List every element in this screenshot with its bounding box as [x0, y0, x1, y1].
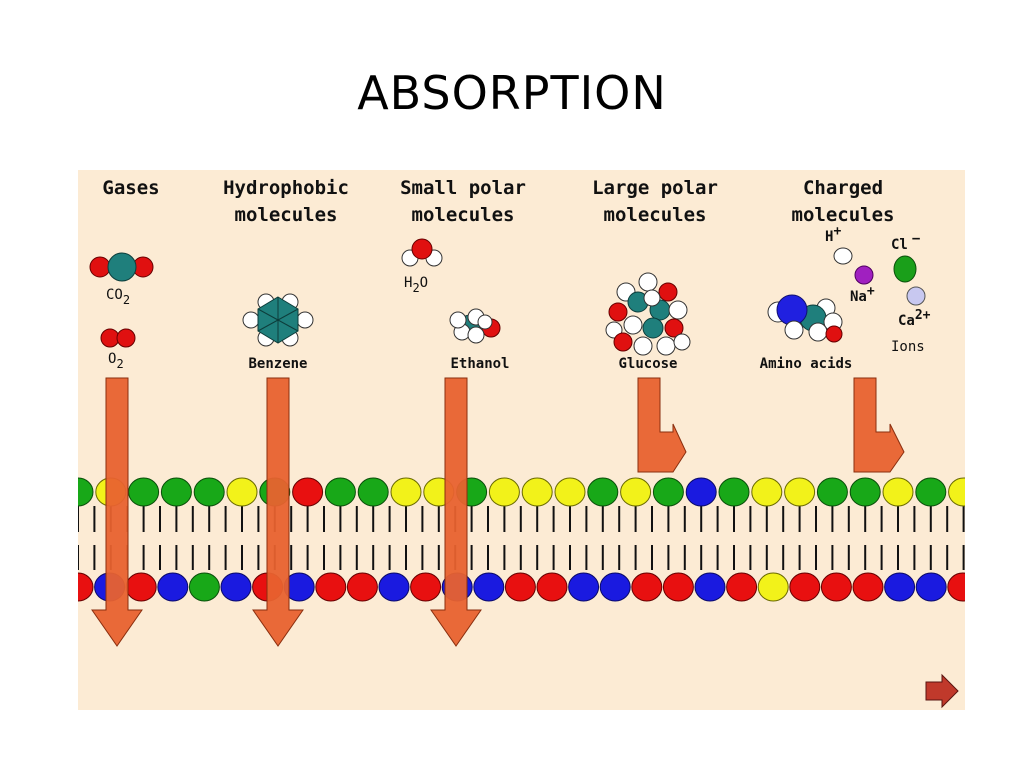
- outer-head-group: [324, 477, 356, 507]
- outer-head-group: [948, 477, 965, 507]
- outer-head-group: [882, 477, 914, 507]
- inner-head-group: [568, 572, 600, 602]
- inner-head-group: [631, 572, 663, 602]
- header-large-polar-line2: molecules: [604, 204, 707, 226]
- membrane-inner-heads: [78, 572, 965, 602]
- header-large-polar-line1: Large polar: [592, 177, 718, 199]
- outer-head-group: [193, 477, 225, 507]
- inner-head-group: [346, 572, 378, 602]
- inner-head-group: [884, 572, 916, 602]
- na-ion-label: Na+: [850, 284, 875, 305]
- charged-blocked-arrow: [853, 377, 905, 473]
- water-molecule-icon: [401, 238, 443, 267]
- slide-title: ABSORPTION: [357, 66, 667, 120]
- outer-head-group: [816, 477, 848, 507]
- ethanol-molecule-icon: [449, 308, 501, 344]
- inner-head-group: [820, 572, 852, 602]
- ethanol-label: Ethanol: [450, 356, 509, 372]
- outer-head-group: [78, 477, 94, 507]
- outer-head-group: [620, 477, 652, 507]
- outer-head-group: [357, 477, 389, 507]
- category-headers: Gases Hydrophobic molecules Small polar …: [102, 177, 894, 226]
- blocked-arrows: [637, 377, 905, 473]
- inner-head-group: [473, 572, 505, 602]
- outer-head-group: [784, 477, 816, 507]
- inner-head-group: [504, 572, 536, 602]
- next-arrow-icon[interactable]: [925, 673, 959, 709]
- outer-head-group: [488, 477, 520, 507]
- outer-head-group: [587, 477, 619, 507]
- inner-head-group: [125, 572, 157, 602]
- outer-head-group: [292, 477, 324, 507]
- inner-head-group: [157, 572, 189, 602]
- outer-head-group: [718, 477, 750, 507]
- outer-head-group: [521, 477, 553, 507]
- inner-head-group: [726, 572, 758, 602]
- inner-head-group: [757, 572, 789, 602]
- header-hydrophobic-line1: Hydrophobic: [223, 177, 349, 199]
- co2-molecule-icon: [89, 252, 154, 282]
- outer-head-group: [226, 477, 258, 507]
- inner-head-group: [789, 572, 821, 602]
- outer-head-group: [685, 477, 717, 507]
- inner-head-group: [852, 572, 884, 602]
- header-charged-line2: molecules: [792, 204, 895, 226]
- outer-head-group: [652, 477, 684, 507]
- inner-head-group: [947, 572, 965, 602]
- diagram-background: [78, 170, 965, 710]
- hydrophobic-arrow: [252, 377, 304, 647]
- outer-head-group: [128, 477, 160, 507]
- outer-head-group: [849, 477, 881, 507]
- outer-head-group: [554, 477, 586, 507]
- inner-head-group: [536, 572, 568, 602]
- header-small-polar-line2: molecules: [412, 204, 515, 226]
- ions-label: Ions: [891, 339, 925, 355]
- inner-head-group: [220, 572, 252, 602]
- ca-ion-icon: [906, 286, 926, 306]
- inner-head-group: [188, 572, 220, 602]
- cl-ion-icon: [893, 255, 917, 283]
- na-ion-icon: [854, 265, 874, 285]
- inner-head-group: [694, 572, 726, 602]
- cl-ion-label: Cl−: [891, 231, 920, 253]
- pass-through-arrows: [91, 377, 482, 647]
- amino-acids-label: Amino acids: [760, 356, 853, 372]
- outer-head-group: [915, 477, 947, 507]
- large-polar-blocked-arrow: [637, 377, 687, 473]
- benzene-label: Benzene: [248, 356, 307, 372]
- header-small-polar-line1: Small polar: [400, 177, 526, 199]
- membrane-transport-diagram: Gases Hydrophobic molecules Small polar …: [78, 170, 965, 710]
- water-label: H2O: [404, 275, 428, 295]
- ca-ion-label: Ca2+: [898, 308, 931, 329]
- o2-label: O2: [108, 351, 124, 371]
- outer-head-group: [390, 477, 422, 507]
- inner-head-group: [915, 572, 947, 602]
- inner-head-group: [315, 572, 347, 602]
- inner-head-group: [599, 572, 631, 602]
- co2-label: CO2: [106, 287, 130, 307]
- glucose-label: Glucose: [618, 356, 677, 372]
- o2-molecule-icon: [100, 328, 136, 348]
- ions-group: H+ Cl− Na+ Ca2+ Ions: [825, 224, 931, 355]
- outer-head-group: [751, 477, 783, 507]
- header-hydrophobic-line2: molecules: [235, 204, 338, 226]
- outer-head-group: [160, 477, 192, 507]
- h-ion-label: H+: [825, 224, 841, 245]
- header-gases: Gases: [102, 177, 159, 199]
- inner-head-group: [662, 572, 694, 602]
- h-ion-icon: [833, 247, 853, 265]
- inner-head-group: [78, 572, 94, 602]
- inner-head-group: [410, 572, 442, 602]
- membrane-outer-heads: [78, 477, 965, 507]
- header-charged-line1: Charged: [803, 177, 883, 199]
- gases-arrow: [91, 377, 143, 647]
- amino-acid-molecule-icon: [767, 294, 843, 343]
- glucose-molecule-icon: [605, 272, 691, 356]
- small-polar-arrow: [430, 377, 482, 647]
- benzene-molecule-icon: [242, 293, 314, 347]
- inner-head-group: [378, 572, 410, 602]
